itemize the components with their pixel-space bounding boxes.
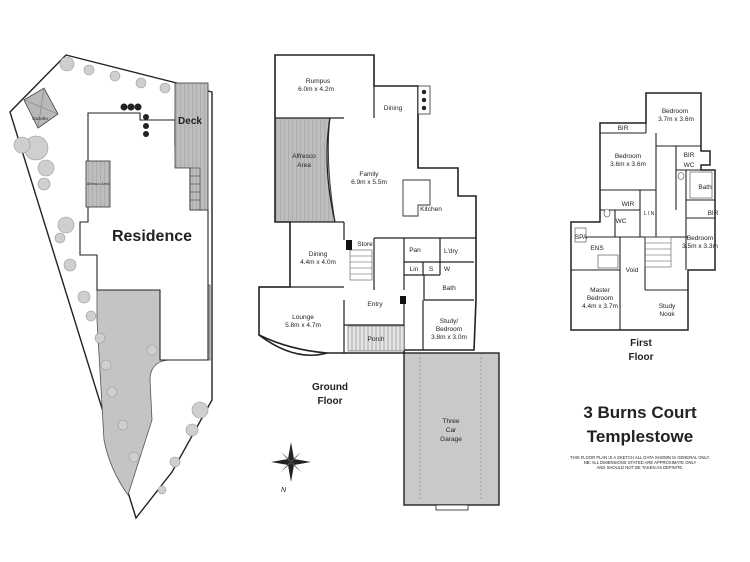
ff-bedroom-mid-dims: 3.6m x 3.6m — [610, 161, 646, 168]
lounge-label: Lounge — [292, 314, 314, 321]
pantry-label: Pan — [409, 247, 421, 254]
ff-bir-right: BIR — [684, 152, 695, 159]
rumpus-label: Rumpus — [306, 78, 331, 85]
disclaimer-line-1: THIS FLOOR PLAN IS A SKETCH ALL DATA SHO… — [570, 455, 710, 460]
ff-master-1: Master — [590, 287, 611, 294]
address-line-2: Templestowe — [587, 427, 693, 446]
disclaimer-line-3: AND SHOULD NOT BE TAKEN AS DEFINITE. — [597, 465, 684, 470]
first-floor-heading-1: First — [630, 338, 652, 349]
deck-label: Deck — [178, 116, 202, 127]
address-line-1: 3 Burns Court — [583, 403, 697, 422]
dining-dims: 4.4m x 4.0m — [300, 259, 336, 266]
ff-bedroom-mid-label: Bedroom — [615, 153, 641, 160]
ground-floor-heading-1: Ground — [312, 382, 348, 393]
rumpus-dims: 6.0m x 4.2m — [298, 86, 334, 93]
residence-label: Residence — [112, 228, 192, 245]
garage-label-3: Garage — [440, 436, 462, 443]
first-floor-heading-2: Floor — [629, 352, 654, 363]
study-dims: 3.8m x 3.0m — [431, 334, 467, 341]
first-floor-outline — [570, 92, 716, 331]
laundry-label: L'dry — [444, 248, 459, 255]
house-outline — [258, 54, 477, 354]
ff-bedroom-right-label: Bedroom — [687, 235, 713, 242]
ff-void: Void — [626, 267, 639, 274]
ff-bedroom-top-dims: 3.7m x 3.6m — [658, 116, 694, 123]
site-alfresco — [85, 160, 111, 208]
dining-upper-label: Dining — [384, 105, 403, 112]
disclaimer-line-2: NB: ALL DIMENSIONS STATED ARE APPROXIMAT… — [584, 460, 697, 465]
linen-label: Lin — [410, 266, 419, 273]
ff-ens: ENS — [590, 245, 604, 252]
first-floor-plan: Bedroom 3.7m x 3.6m BIR BIR Bedroom 3.6m… — [570, 92, 719, 363]
porch-label: Porch — [368, 336, 385, 343]
wc-label: W — [444, 266, 451, 273]
ff-master-dims: 4.4m x 3.7m — [582, 303, 618, 310]
store-label: Store — [357, 241, 373, 248]
ff-wir: WIR — [622, 201, 635, 208]
dining-label: Dining — [309, 251, 328, 258]
ff-bedroom-top-label: Bedroom — [662, 108, 688, 115]
ff-wc-right: WC — [684, 162, 695, 169]
kitchen-bench — [402, 179, 431, 217]
site-plan: Residence Deck Gazebo Alfresco Area — [9, 54, 213, 520]
ground-floor-plan: Rumpus 6.0m x 4.2m Dining Alfresco Area … — [258, 54, 500, 511]
study-label-1: Study/ — [440, 318, 459, 325]
lounge-dims: 5.8m x 4.7m — [285, 322, 321, 329]
ff-bath: Bath — [698, 184, 712, 191]
ff-bedroom-right-dims: 3.5m x 3.3m — [682, 243, 718, 250]
ff-wc-left: WC — [616, 218, 627, 225]
ground-floor-heading-2: Floor — [318, 396, 343, 407]
garage-label-1: Three — [443, 418, 460, 425]
alfresco-deck — [274, 117, 336, 223]
ff-bir-bath: BIR — [708, 210, 719, 217]
ff-study-nook-2: Nook — [659, 311, 675, 318]
bath-label: Bath — [442, 285, 456, 292]
garage-label-2: Car — [446, 427, 457, 434]
ff-bir-left: BIR — [618, 125, 629, 132]
site-trees — [13, 56, 209, 495]
site-alfresco-label: Alfresco Area — [87, 182, 110, 186]
kitchen-label: Kitchen — [420, 206, 442, 213]
ff-master-2: Bedroom — [587, 295, 613, 302]
entry-label: Entry — [367, 301, 383, 308]
gazebo-label: Gazebo — [32, 116, 48, 121]
family-dims: 6.9m x 5.5m — [351, 179, 387, 186]
compass — [271, 442, 311, 482]
ff-spa: SPA — [575, 234, 588, 241]
compass-north-label: N — [281, 487, 287, 494]
shower-label: S — [429, 266, 434, 273]
alfresco-label-1: Alfresco — [292, 153, 316, 160]
alfresco-label-2: Area — [297, 162, 311, 169]
residence-footprint — [79, 112, 209, 361]
ff-lin: L I N — [644, 211, 655, 217]
ff-study-nook-1: Study — [659, 303, 676, 310]
family-label: Family — [359, 171, 379, 178]
study-label-2: Bedroom — [436, 326, 462, 333]
